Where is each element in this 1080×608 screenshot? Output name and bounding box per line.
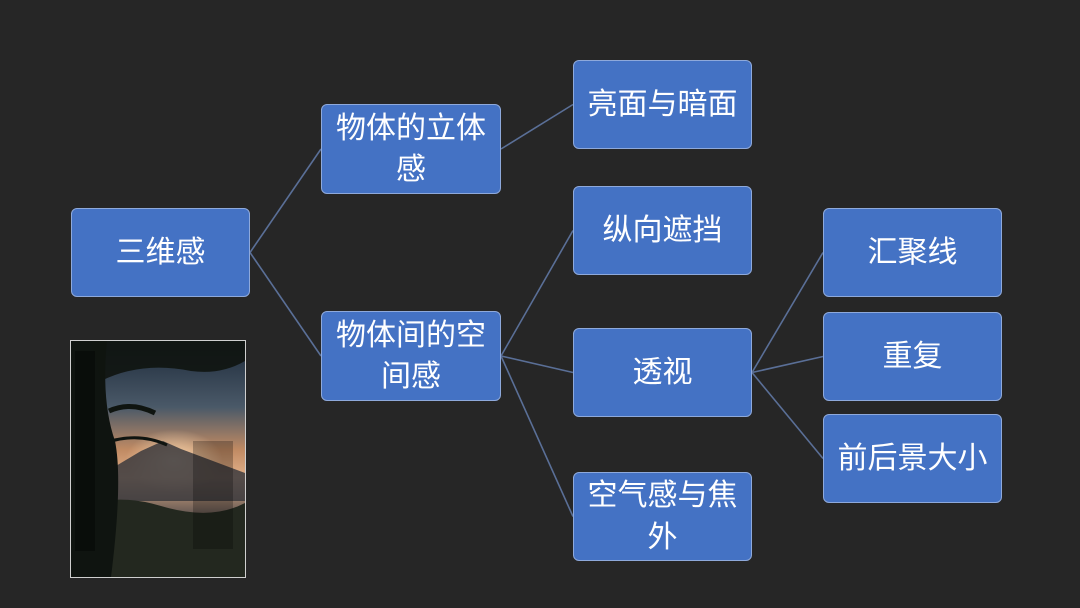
node-spatial: 物体间的空间感 <box>321 311 501 401</box>
book-cover-artwork <box>71 341 245 577</box>
connector-root-object_3d <box>249 148 322 253</box>
node-aerial: 空气感与焦外 <box>573 472 752 561</box>
connector-spatial-occlusion <box>500 230 574 357</box>
connector-object_3d-light_dark <box>500 103 574 150</box>
connector-spatial-aerial <box>500 355 574 517</box>
node-leading-lines: 汇聚线 <box>823 208 1002 297</box>
connector-perspective-size_contrast <box>751 371 824 460</box>
connector-perspective-leading_lines <box>751 252 824 373</box>
node-repetition: 重复 <box>823 312 1002 401</box>
node-perspective: 透视 <box>573 328 752 417</box>
node-light-dark: 亮面与暗面 <box>573 60 752 149</box>
connector-perspective-repetition <box>751 355 824 374</box>
node-object-3d: 物体的立体感 <box>321 104 501 194</box>
book-cover-image <box>70 340 246 578</box>
node-occlusion: 纵向遮挡 <box>573 186 752 275</box>
connector-spatial-perspective <box>500 355 574 374</box>
connector-root-spatial <box>249 252 322 357</box>
node-size-contrast: 前后景大小 <box>823 414 1002 503</box>
node-root: 三维感 <box>71 208 250 297</box>
